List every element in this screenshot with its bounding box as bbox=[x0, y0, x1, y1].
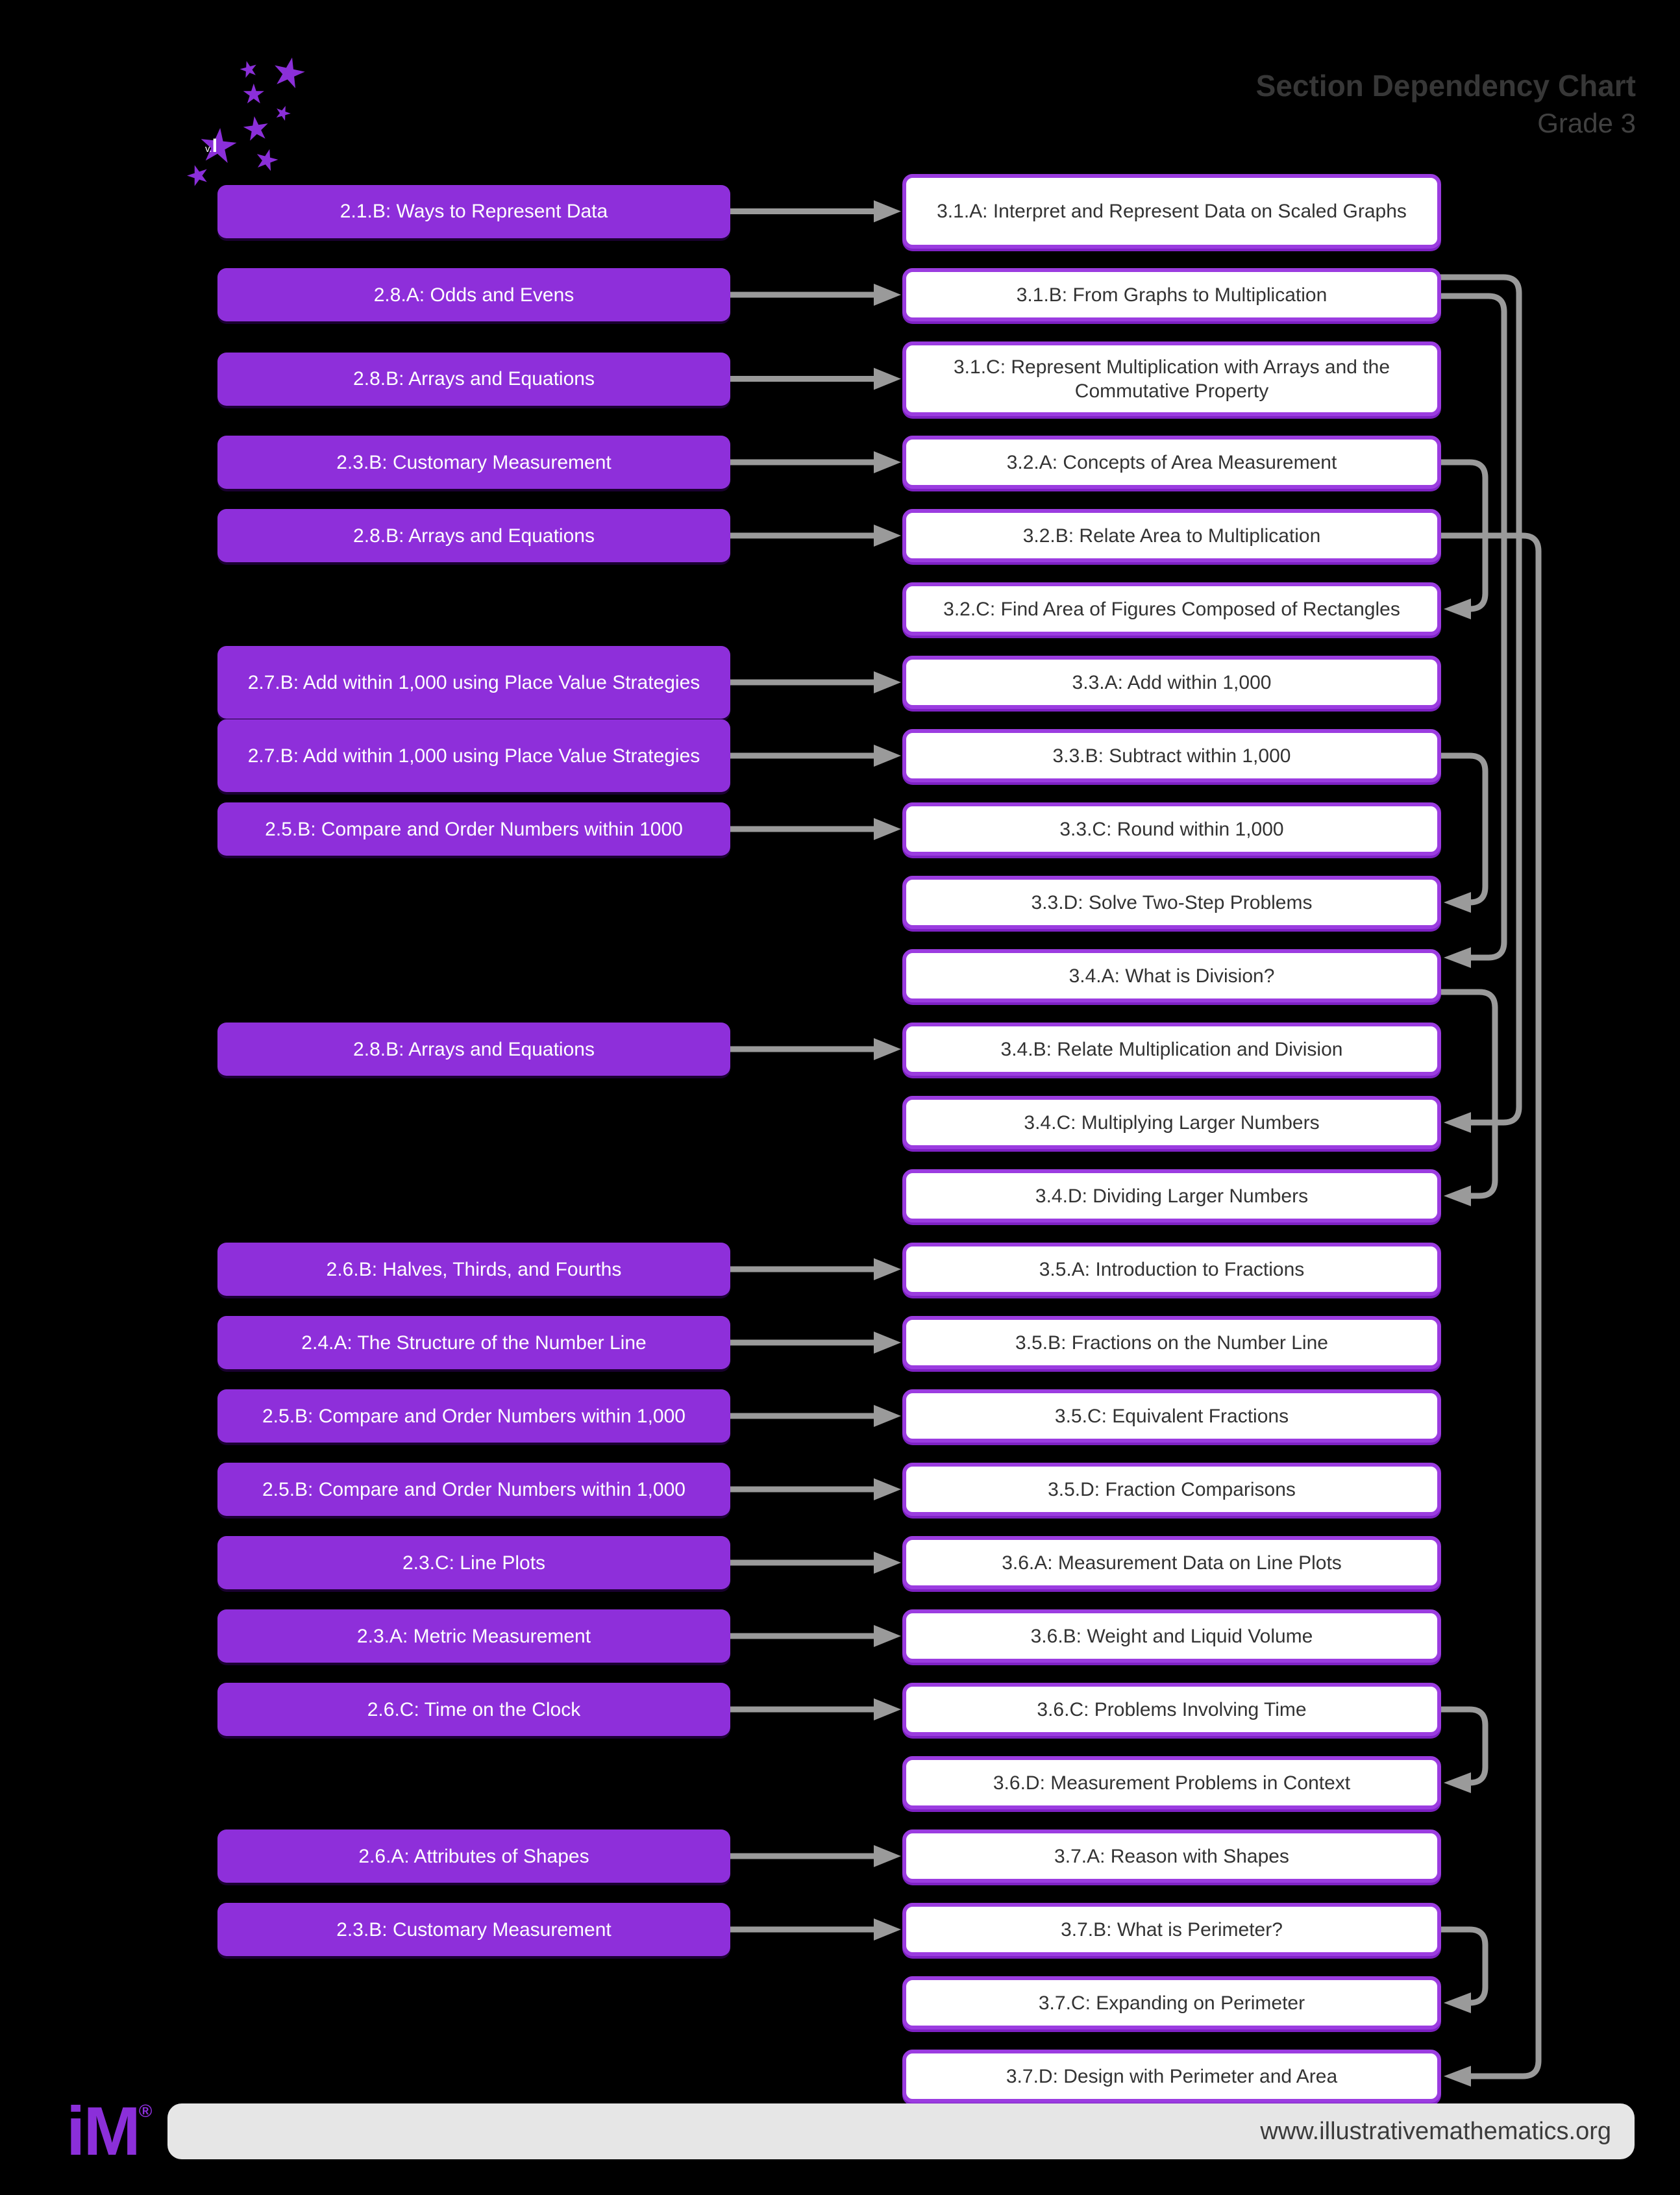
prereq-box-row7: 2.7.B: Add within 1,000 using Place Valu… bbox=[217, 646, 730, 719]
edge-3.2.A-to-3.2.C bbox=[1440, 459, 1489, 612]
section-box-3.2.C: 3.2.C: Find Area of Figures Composed of … bbox=[902, 582, 1441, 636]
prereq-box-row15: 2.6.B: Halves, Thirds, and Fourths bbox=[217, 1243, 730, 1296]
arrowhead-icon-3.7.B-to-3.7.C bbox=[1444, 1992, 1471, 2013]
section-box-3.4.C: 3.4.C: Multiplying Larger Numbers bbox=[902, 1096, 1441, 1149]
footer-url: www.illustrativemathematics.org bbox=[1260, 2117, 1611, 2145]
section-box-3.3.D: 3.3.D: Solve Two-Step Problems bbox=[902, 876, 1441, 929]
star-icon: ★ bbox=[241, 79, 266, 109]
prereq-box-row12: 2.8.B: Arrays and Equations bbox=[217, 1023, 730, 1076]
arrowhead-icon-row7 bbox=[874, 671, 901, 693]
section-box-3.1.C: 3.1.C: Represent Multiplication with Arr… bbox=[902, 341, 1441, 416]
section-box-3.4.D: 3.4.D: Dividing Larger Numbers bbox=[902, 1169, 1441, 1222]
section-box-3.1.A: 3.1.A: Interpret and Represent Data on S… bbox=[902, 174, 1441, 249]
prereq-box-row19: 2.3.C: Line Plots bbox=[217, 1536, 730, 1589]
arrowhead-icon-row18 bbox=[874, 1478, 901, 1500]
edge-3.7.B-to-3.7.C bbox=[1440, 1926, 1489, 2006]
section-box-3.1.B: 3.1.B: From Graphs to Multiplication bbox=[902, 268, 1441, 321]
arrowhead-icon-row4 bbox=[874, 451, 901, 473]
section-box-3.5.B: 3.5.B: Fractions on the Number Line bbox=[902, 1316, 1441, 1369]
logo-version-prefix: v. bbox=[205, 143, 212, 155]
edge-3.3.B-to-3.3.D bbox=[1440, 752, 1489, 906]
logo-version-letter: I bbox=[212, 135, 217, 156]
section-box-3.6.A: 3.6.A: Measurement Data on Line Plots bbox=[902, 1536, 1441, 1589]
prereq-box-row20: 2.3.A: Metric Measurement bbox=[217, 1609, 730, 1663]
arrowhead-icon-row17 bbox=[874, 1405, 901, 1427]
section-box-3.2.B: 3.2.B: Relate Area to Multiplication bbox=[902, 509, 1441, 562]
arrowhead-icon-row8 bbox=[874, 745, 901, 767]
section-box-3.4.B: 3.4.B: Relate Multiplication and Divisio… bbox=[902, 1023, 1441, 1076]
arrowhead-icon-row5 bbox=[874, 525, 901, 547]
arrowhead-icon-row15 bbox=[874, 1258, 901, 1280]
section-box-3.5.A: 3.5.A: Introduction to Fractions bbox=[902, 1243, 1441, 1296]
prereq-box-row23: 2.6.A: Attributes of Shapes bbox=[217, 1829, 730, 1883]
im-logo-text: iM bbox=[66, 2093, 141, 2170]
section-box-3.6.C: 3.6.C: Problems Involving Time bbox=[902, 1683, 1441, 1736]
section-box-3.7.B: 3.7.B: What is Perimeter? bbox=[902, 1903, 1441, 1956]
arrowhead-icon-row21 bbox=[874, 1698, 901, 1720]
prereq-box-row5: 2.8.B: Arrays and Equations bbox=[217, 509, 730, 562]
prereq-box-row2: 2.8.A: Odds and Evens bbox=[217, 268, 730, 321]
section-box-3.5.C: 3.5.C: Equivalent Fractions bbox=[902, 1389, 1441, 1443]
edge-3.2.B-to-3.7.D bbox=[1440, 532, 1542, 2079]
chart-title-block: Section Dependency Chart Grade 3 bbox=[1256, 69, 1636, 139]
arrowhead-icon-row9 bbox=[874, 818, 901, 840]
prereq-box-row1: 2.1.B: Ways to Represent Data bbox=[217, 184, 730, 238]
prereq-box-row3: 2.8.B: Arrays and Equations bbox=[217, 352, 730, 406]
arrowhead-icon-row23 bbox=[874, 1845, 901, 1867]
arrowhead-icon-row19 bbox=[874, 1552, 901, 1574]
section-box-3.6.D: 3.6.D: Measurement Problems in Context bbox=[902, 1756, 1441, 1809]
registered-mark-icon: ® bbox=[138, 2101, 153, 2121]
prereq-box-row4: 2.3.B: Customary Measurement bbox=[217, 436, 730, 489]
section-box-3.3.A: 3.3.A: Add within 1,000 bbox=[902, 656, 1441, 709]
arrowhead-icon-row2 bbox=[874, 284, 901, 306]
logo-version-label: v.I bbox=[205, 135, 217, 157]
prereq-box-row18: 2.5.B: Compare and Order Numbers within … bbox=[217, 1463, 730, 1516]
im-footer-logo: iM® bbox=[66, 2097, 152, 2166]
arrowhead-icon-row24 bbox=[874, 1918, 901, 1941]
arrowhead-icon-3.4.A-to-3.4.D bbox=[1444, 1185, 1471, 1206]
arrowhead-icon-3.6.C-to-3.6.D bbox=[1444, 1772, 1471, 1793]
edge-3.4.A-to-3.4.D bbox=[1440, 989, 1498, 1199]
chart-title: Section Dependency Chart bbox=[1255, 69, 1636, 103]
arrowhead-icon-row3 bbox=[874, 367, 901, 390]
section-box-3.3.C: 3.3.C: Round within 1,000 bbox=[902, 802, 1441, 856]
section-box-3.7.C: 3.7.C: Expanding on Perimeter bbox=[902, 1976, 1441, 2029]
arrowhead-icon-3.2.A-to-3.2.C bbox=[1444, 599, 1471, 619]
prereq-box-row16: 2.4.A: The Structure of the Number Line bbox=[217, 1316, 730, 1369]
prereq-box-row24: 2.3.B: Customary Measurement bbox=[217, 1903, 730, 1956]
prereq-box-row9: 2.5.B: Compare and Order Numbers within … bbox=[217, 802, 730, 856]
arrowhead-icon-3.1.B-to-3.4.C bbox=[1444, 1112, 1471, 1133]
arrowhead-icon-3.1.B-to-3.4.A bbox=[1444, 947, 1471, 968]
prereq-box-row21: 2.6.C: Time on the Clock bbox=[217, 1683, 730, 1736]
prereq-box-row17: 2.5.B: Compare and Order Numbers within … bbox=[217, 1389, 730, 1443]
section-box-3.5.D: 3.5.D: Fraction Comparisons bbox=[902, 1463, 1441, 1516]
prereq-box-row8: 2.7.B: Add within 1,000 using Place Valu… bbox=[217, 719, 730, 792]
arrowhead-icon-row1 bbox=[874, 200, 901, 223]
arrowhead-icon-row12 bbox=[874, 1038, 901, 1060]
edge-3.6.C-to-3.6.D bbox=[1440, 1706, 1489, 1786]
section-box-3.3.B: 3.3.B: Subtract within 1,000 bbox=[902, 729, 1441, 782]
im-stars-logo: ★★★★★★★★v.I bbox=[182, 45, 331, 201]
section-box-3.2.A: 3.2.A: Concepts of Area Measurement bbox=[902, 436, 1441, 489]
edge-3.1.B-to-3.4.A bbox=[1440, 293, 1507, 961]
chart-subtitle: Grade 3 bbox=[1537, 108, 1636, 138]
arrowhead-icon-row16 bbox=[874, 1332, 901, 1354]
edge-3.1.B-to-3.4.C bbox=[1440, 274, 1522, 1126]
section-box-3.6.B: 3.6.B: Weight and Liquid Volume bbox=[902, 1609, 1441, 1663]
section-box-3.7.D: 3.7.D: Design with Perimeter and Area bbox=[902, 2050, 1441, 2103]
arrowhead-icon-3.3.B-to-3.3.D bbox=[1444, 892, 1471, 913]
arrowhead-icon-3.2.B-to-3.7.D bbox=[1444, 2066, 1471, 2087]
arrowhead-icon-row20 bbox=[874, 1625, 901, 1647]
section-box-3.7.A: 3.7.A: Reason with Shapes bbox=[902, 1829, 1441, 1883]
section-box-3.4.A: 3.4.A: What is Division? bbox=[902, 949, 1441, 1002]
footer-bar: www.illustrativemathematics.org bbox=[167, 2103, 1635, 2159]
